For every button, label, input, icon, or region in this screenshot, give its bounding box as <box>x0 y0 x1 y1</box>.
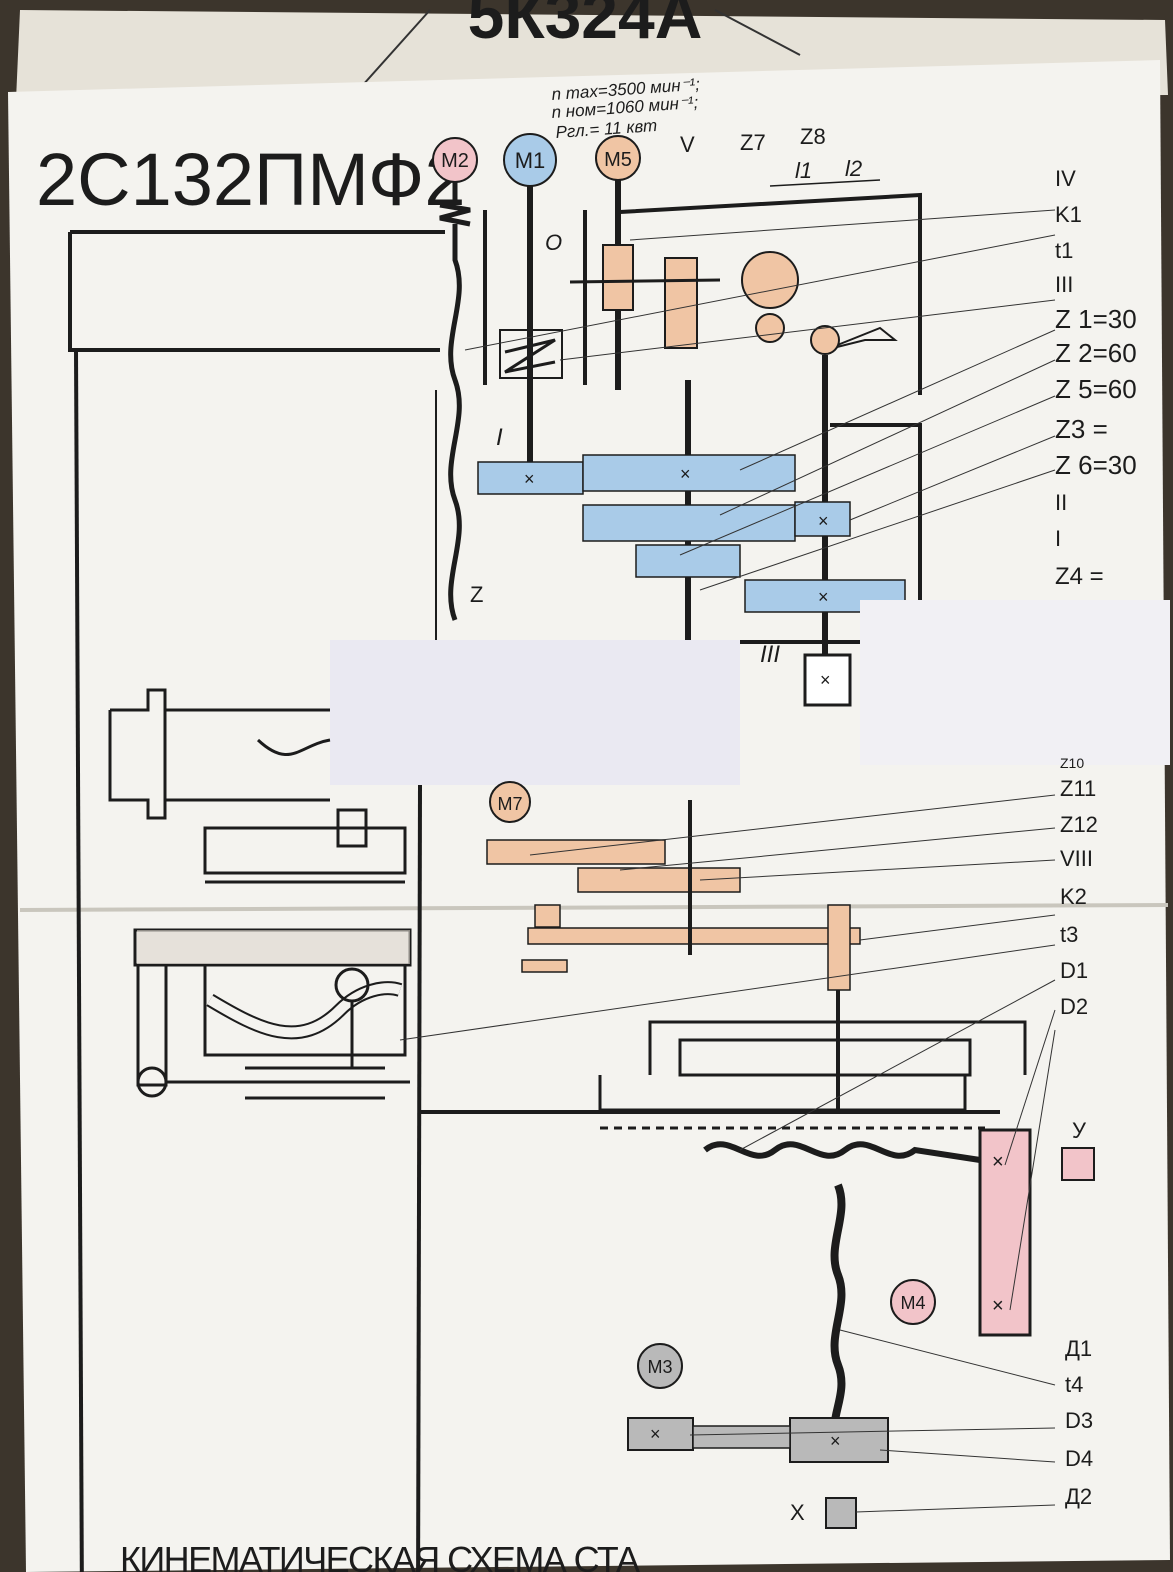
label-z8: Z8 <box>800 124 826 149</box>
gear-mark-2: × <box>680 464 691 484</box>
gear-mark-4: × <box>818 587 829 607</box>
hatched-bed <box>137 930 410 964</box>
overlay-block-1 <box>395 390 435 640</box>
label-k2: K2 <box>1060 884 1087 909</box>
label-z3: Z3 = <box>1055 414 1108 444</box>
label-l2: l2 <box>845 156 862 181</box>
encoder-y <box>1061 1147 1095 1181</box>
label-z4: Z4 = <box>1055 563 1104 590</box>
leader-lines <box>399 209 1056 1513</box>
gear-mark-d3: × <box>650 1424 661 1444</box>
motor-m4-icon <box>890 1279 936 1325</box>
belt-gray <box>692 1425 791 1449</box>
label-i: I <box>1055 526 1061 551</box>
label-o: O <box>545 230 562 255</box>
bottom-caption: КИНЕМАТИЧЕСКАЯ СХЕМА СТА <box>120 1539 640 1572</box>
motor-m3-label: M3 <box>647 1357 672 1377</box>
belt-mark-bottom: × <box>992 1295 1004 1317</box>
coupling-box <box>499 329 563 379</box>
label-v: V <box>680 132 695 157</box>
encoder-x <box>825 1497 857 1529</box>
orange-gears <box>486 839 861 991</box>
poster-paper <box>8 60 1170 1572</box>
label-shaft-1: I <box>496 424 503 451</box>
belt-mark-top: × <box>992 1151 1004 1173</box>
vertical-lead-screw <box>830 1183 846 1443</box>
label-viii: VIII <box>1060 846 1093 871</box>
label-d1-cyr: Д1 <box>1065 1336 1092 1361</box>
motor-m3-icon <box>637 1343 683 1389</box>
gear-mark-3: × <box>818 511 829 531</box>
label-d2: D2 <box>1060 994 1088 1019</box>
label-z-screw: Z <box>470 582 483 607</box>
gear-axle <box>569 278 721 284</box>
lever-pivot <box>824 326 898 351</box>
label-iii: III <box>1055 272 1073 297</box>
motor-m7-icon <box>489 781 531 823</box>
horizontal-lead-screw <box>703 1141 981 1163</box>
label-d1: D1 <box>1060 958 1088 983</box>
label-t1: t1 <box>1055 238 1073 263</box>
cam-roller-icon <box>755 313 785 343</box>
lever-roller-icon <box>810 325 840 355</box>
gear-mark-1: × <box>524 469 535 489</box>
label-z7: Z7 <box>740 130 766 155</box>
label-iv: IV <box>1055 166 1076 191</box>
motor-m2-label: M2 <box>441 150 469 172</box>
motor-m1-label: M1 <box>515 148 546 173</box>
dimension-line <box>769 179 881 187</box>
motor-m4-label: M4 <box>900 1293 925 1313</box>
label-d2-cyr: Д2 <box>1065 1484 1092 1509</box>
motor-m7-label: M7 <box>497 794 522 814</box>
gear-mark-d4: × <box>830 1431 841 1451</box>
label-z10: Z10 <box>1060 755 1084 771</box>
lead-screw <box>439 182 471 621</box>
spring-coupling <box>504 338 556 374</box>
label-t3: t3 <box>1060 922 1078 947</box>
label-d4: D4 <box>1065 1446 1093 1471</box>
label-l1: l1 <box>795 158 812 183</box>
gear-mark-5: × <box>820 670 831 690</box>
label-axis-x: Х <box>790 1500 805 1525</box>
gear-z8 <box>664 257 698 349</box>
top-sign-text: 5К324А <box>468 0 703 52</box>
label-shaft-3: III <box>760 641 780 668</box>
overlay-block-2 <box>330 640 740 785</box>
label-axis-y: У <box>1072 1118 1087 1143</box>
overlay-block-3 <box>860 600 1170 765</box>
right-labels-bottom: Д1 t4 D3 D4 Д2 <box>1065 1336 1093 1509</box>
spindle-block <box>803 653 852 707</box>
right-labels-mid: Z10 Z11 Z12 VIII K2 t3 D1 D2 <box>1060 755 1098 1019</box>
label-z1: Z 1=30 <box>1055 304 1137 334</box>
label-ii: II <box>1055 490 1067 515</box>
paper-fold <box>19 903 1169 912</box>
label-d3: D3 <box>1065 1408 1093 1433</box>
label-z6: Z 6=30 <box>1055 450 1137 480</box>
label-z12: Z12 <box>1060 812 1098 837</box>
motor-m5-label: M5 <box>604 149 632 171</box>
label-k1: K1 <box>1055 202 1082 227</box>
right-labels-top: IV K1 t1 III Z 1=30 Z 2=60 Z 5=60 Z3 = Z… <box>1055 166 1137 590</box>
label-z2: Z 2=60 <box>1055 338 1137 368</box>
gear-z7 <box>602 244 634 311</box>
label-z5: Z 5=60 <box>1055 374 1137 404</box>
cam-icon <box>741 251 799 309</box>
label-t4: t4 <box>1065 1372 1083 1397</box>
model-title: 2С132ПМФ2 <box>36 138 465 221</box>
label-z11: Z11 <box>1060 776 1096 801</box>
